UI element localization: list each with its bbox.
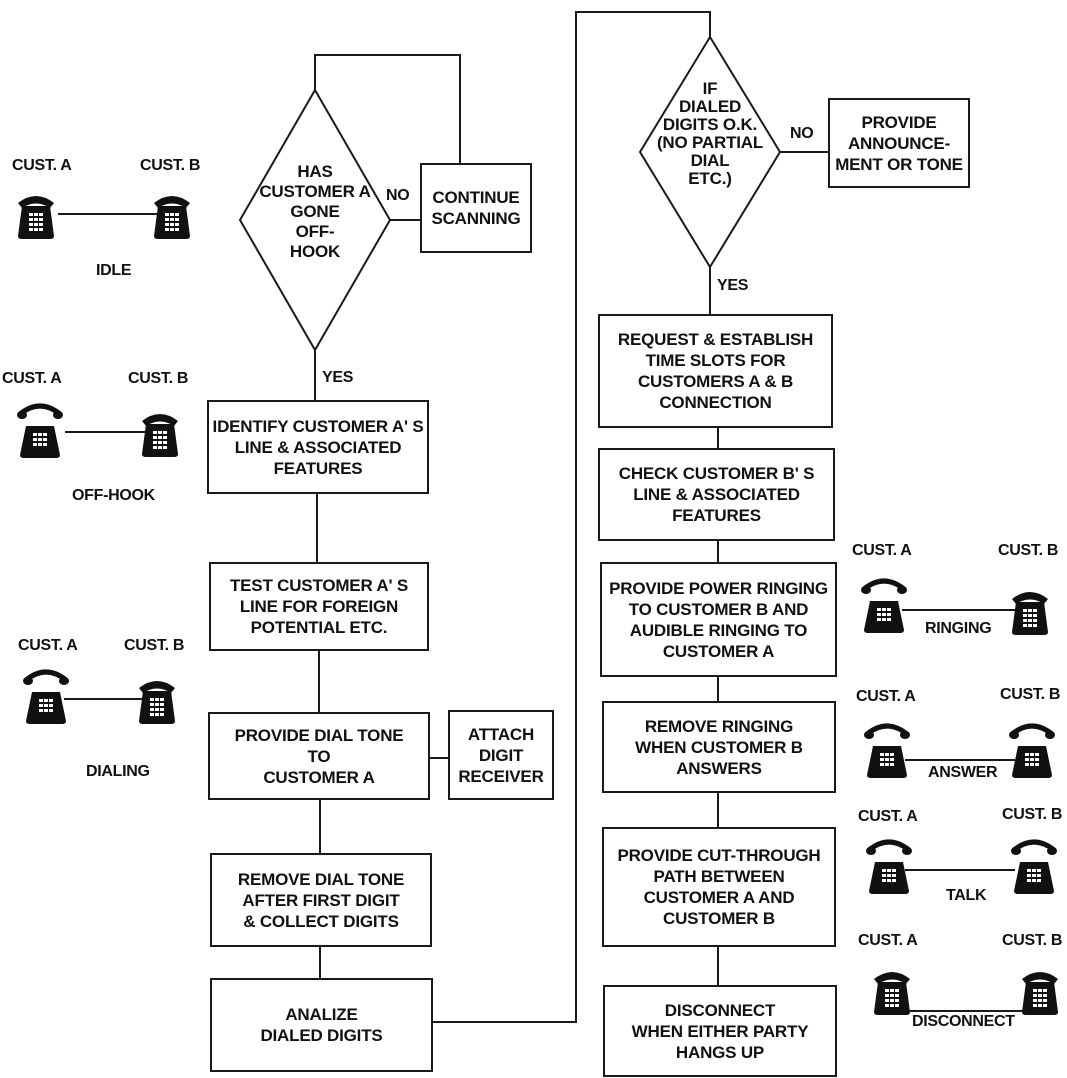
cust-b-label: CUST. B [128,370,189,387]
cust-a-label: CUST. A [2,370,62,387]
telephone-icon [1010,834,1058,901]
attach-digit-receiver-box: ATTACH DIGIT RECEIVER [448,710,554,800]
provide-dial-tone-box: PROVIDE DIAL TONE TO CUSTOMER A [208,712,430,800]
cust-b-label: CUST. B [1002,932,1063,949]
cust-a-label: CUST. A [18,637,78,654]
check-line-b-box: CHECK CUSTOMER B' S LINE & ASSOCIATED FE… [598,448,835,541]
cust-a-label: CUST. A [12,157,72,174]
power-ringing-box: PROVIDE POWER RINGING TO CUSTOMER B AND … [600,562,837,677]
loop-line [314,54,461,163]
telephone-icon [137,675,177,730]
state-off-hook: OFF-HOOK [72,487,155,504]
cust-a-label: CUST. A [858,932,918,949]
state-disconnect: DISCONNECT [912,1013,1015,1030]
telephone-icon [1010,586,1050,641]
telephone-icon [1008,718,1056,785]
cust-b-label: CUST. B [124,637,185,654]
cust-a-label: CUST. A [852,542,912,559]
state-dialing: DIALING [86,763,150,780]
no-label-right: NO [790,125,814,142]
telephone-icon [865,834,913,901]
telephone-icon [22,664,70,731]
telephone-icon [872,966,912,1021]
decision-digits: IF DIALED DIGITS O.K. (NO PARTIAL DIAL E… [656,79,764,188]
identify-line-box: IDENTIFY CUSTOMER A' S LINE & ASSOCIATED… [207,400,429,494]
cut-through-box: PROVIDE CUT-THROUGH PATH BETWEEN CUSTOME… [602,827,836,947]
no-label-left: NO [386,187,410,204]
yes-label-left: YES [322,369,354,386]
telephone-icon [863,718,911,785]
test-line-box: TEST CUSTOMER A' S LINE FOR FOREIGN POTE… [209,562,429,651]
state-talk: TALK [946,887,987,904]
cust-a-label: CUST. A [856,688,916,705]
provide-announcement-box: PROVIDE ANNOUNCE- MENT OR TONE [828,98,970,188]
telephone-icon [16,398,64,465]
to-right-column-line [433,11,711,1023]
remove-ringing-box: REMOVE RINGING WHEN CUSTOMER B ANSWERS [602,701,836,793]
telephone-icon [1020,966,1060,1021]
cust-b-label: CUST. B [140,157,201,174]
telephone-icon [16,190,56,245]
continue-scanning-box: CONTINUE SCANNING [420,163,532,253]
telephone-icon [140,408,180,463]
disconnect-box: DISCONNECT WHEN EITHER PARTY HANGS UP [603,985,837,1077]
analize-digits-box: ANALIZE DIALED DIGITS [210,978,433,1072]
telephone-icon [860,573,908,640]
remove-dial-tone-box: REMOVE DIAL TONE AFTER FIRST DIGIT & COL… [210,853,432,947]
request-slots-box: REQUEST & ESTABLISH TIME SLOTS FOR CUSTO… [598,314,833,428]
state-ringing: RINGING [925,620,992,637]
state-answer: ANSWER [928,764,998,781]
cust-b-label: CUST. B [1000,686,1061,703]
decision-offhook: HAS CUSTOMER A GONE OFF- HOOK [259,162,371,261]
cust-a-label: CUST. A [858,808,918,825]
yes-label-right: YES [717,277,749,294]
cust-b-label: CUST. B [1002,806,1063,823]
telephone-icon [152,190,192,245]
cust-b-label: CUST. B [998,542,1059,559]
state-idle: IDLE [96,262,132,279]
